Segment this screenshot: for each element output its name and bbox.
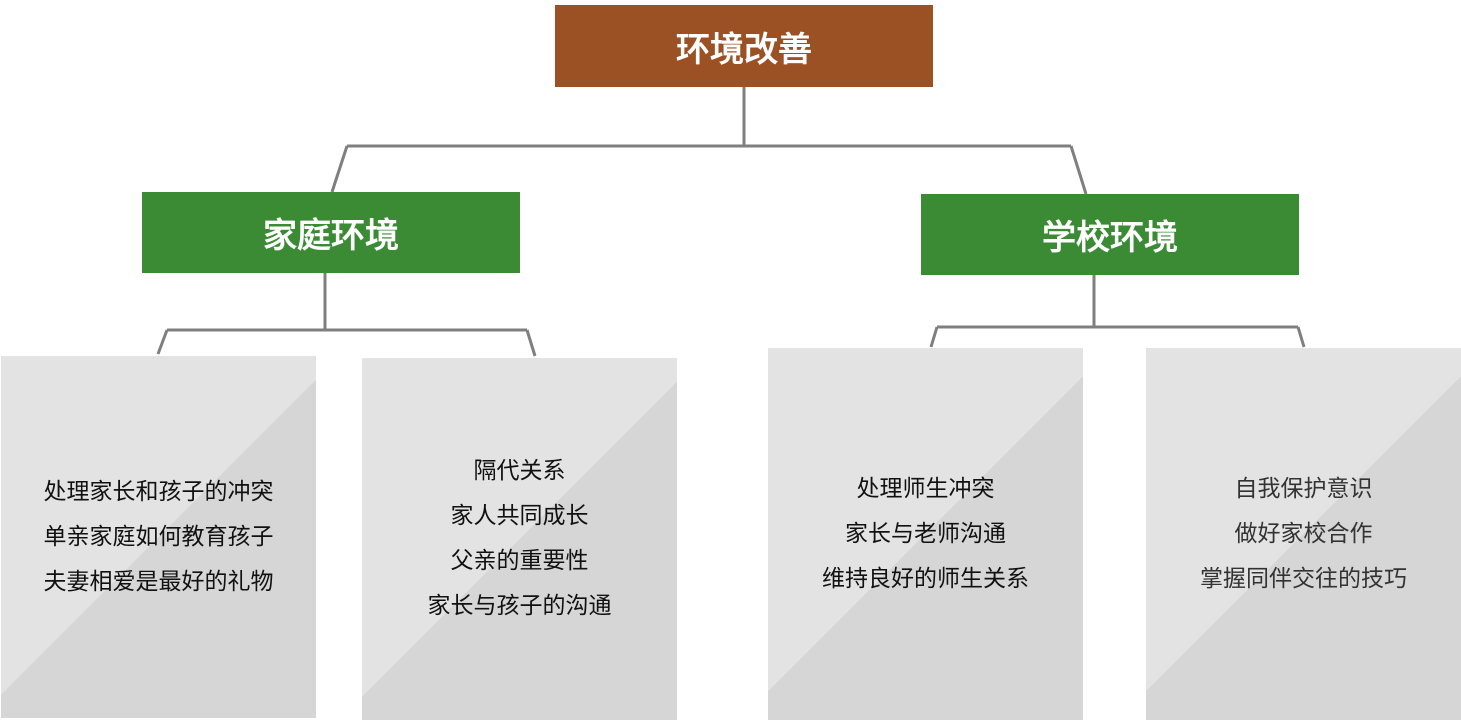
connector-home-to-leaves <box>156 273 537 357</box>
branch-node-school-environment: 学校环境 <box>921 194 1299 275</box>
leaf-line: 父亲的重要性 <box>450 548 589 574</box>
leaf-line: 家人共同成长 <box>450 503 589 529</box>
connector-root-to-branches <box>330 87 1088 195</box>
leaf-line: 维持良好的师生关系 <box>822 565 1029 592</box>
leaf-line: 处理师生冲突 <box>856 475 995 502</box>
leaf-box-teacher-relations: 处理师生冲突 家长与老师沟通 维持良好的师生关系 <box>768 348 1083 720</box>
leaf-line: 隔代关系 <box>473 458 566 484</box>
leaf-line: 夫妻相爱是最好的礼物 <box>43 568 274 595</box>
leaf-box-family-relations: 隔代关系 家人共同成长 父亲的重要性 家长与孩子的沟通 <box>362 358 677 720</box>
leaf-line: 掌握同伴交往的技巧 <box>1200 565 1407 592</box>
leaf-line: 做好家校合作 <box>1234 520 1373 547</box>
leaf-line: 自我保护意识 <box>1234 475 1373 502</box>
leaf-box-student-safety: 自我保护意识 做好家校合作 掌握同伴交往的技巧 <box>1146 348 1461 720</box>
connector-school-to-leaves <box>929 275 1306 348</box>
leaf-line: 单亲家庭如何教育孩子 <box>43 523 274 550</box>
leaf-line: 家长与老师沟通 <box>845 520 1006 547</box>
branch-node-home-environment: 家庭环境 <box>142 192 520 273</box>
leaf-box-family-conflict: 处理家长和孩子的冲突 单亲家庭如何教育孩子 夫妻相爱是最好的礼物 <box>1 356 316 718</box>
branch-node-label: 学校环境 <box>1042 218 1178 258</box>
branch-node-label: 家庭环境 <box>263 216 399 256</box>
root-node-environment-improvement: 环境改善 <box>555 5 933 87</box>
leaf-line: 处理家长和孩子的冲突 <box>43 478 274 505</box>
root-node-label: 环境改善 <box>676 29 812 70</box>
leaf-line: 家长与孩子的沟通 <box>427 593 612 619</box>
